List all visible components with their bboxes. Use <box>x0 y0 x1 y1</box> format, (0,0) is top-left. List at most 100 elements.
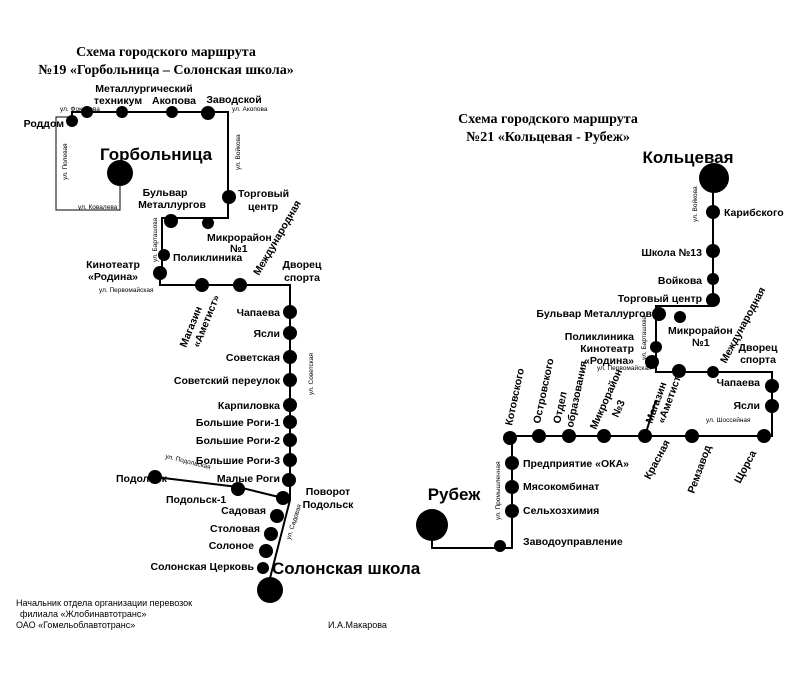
stop-label-poliklinika: Поликлиника <box>173 252 242 264</box>
stop-dot-zavodskoy <box>201 106 215 120</box>
stop-dot-mikrorayon-1 <box>202 217 214 229</box>
stop-label-akopova: Акопова <box>152 95 196 107</box>
stop-label-chapaeva: Чапаева <box>237 307 281 319</box>
stop-label-yasli: Ясли <box>733 400 760 412</box>
stop-dot-karibskogo <box>706 205 720 219</box>
footer-line-2: филиала «Жлобинавтотранс» <box>20 609 146 619</box>
route-21-title-line2: №21 «Кольцевая - Рубеж» <box>466 130 630 145</box>
stop-label-sovetsky-pereulok: Советский переулок <box>174 375 281 387</box>
stop-label-solonoe: Солоное <box>209 540 254 552</box>
terminal-dot-rubezh <box>416 509 448 541</box>
terminal-label-solonskaya-shkola: Солонская школа <box>272 559 421 578</box>
stop-dot-voykova <box>707 273 719 285</box>
stop-label-mikrorayon-1: Микрорайон <box>668 325 733 337</box>
stop-label-kinoteatr: Кинотеатр <box>580 343 634 355</box>
stop-dot-torgovy-centr <box>706 293 720 307</box>
stop-label-sadovaya: Садовая <box>221 505 266 517</box>
stop-dot-krasnaya <box>638 429 652 443</box>
stop-label-myasokombinat: Мясокомбинат <box>523 481 599 493</box>
stop-dot-mikrorayon-1 <box>674 311 686 323</box>
stop-dot-podolsk-1 <box>231 482 245 496</box>
stop-label-torg-1: Торговый <box>238 188 289 200</box>
stop-dot-solonoe <box>259 544 273 558</box>
stop-label-dvorec-2: спорта <box>740 354 776 366</box>
stop-dot-sovetsky-pereulok <box>283 373 297 387</box>
footer-line-1: Начальник отдела организации перевозок <box>16 598 192 608</box>
stop-label-shorsa: Щорса <box>732 448 759 485</box>
street-label-pervomayskaya-21: ул. Первомайская <box>597 364 652 372</box>
route-19-title-line1: Схема городского маршрута <box>76 45 256 60</box>
stop-label-zavodoupravlenie: Заводоуправление <box>523 536 623 548</box>
stop-label-podolsk: Подольск <box>116 473 168 485</box>
stop-dot-sadovaya <box>270 509 284 523</box>
stop-label-bolshie-rogi-3: Большие Роги-3 <box>196 455 280 467</box>
stop-dot-bulvar-metallurgov <box>164 214 178 228</box>
stop-label-dvorec-1: Дворец <box>739 342 778 354</box>
street-label-shosseynaya: ул. Шоссейная <box>706 416 751 424</box>
street-label-promyshlennaya: ул. Промышленная <box>495 461 502 520</box>
street-label-kovaleva: ул. Ковалева <box>78 204 118 211</box>
stop-label-mikrorayon-3: Микрорайон <box>588 367 625 431</box>
stop-dot-zavodoupravlenie <box>494 540 506 552</box>
stop-dot-bulvar-metallurgov <box>652 307 666 321</box>
street-label-pervomayskaya: ул. Первомайская <box>99 286 154 294</box>
stop-label-solonskaya-cerkov: Солонская Церковь <box>151 561 255 573</box>
stop-dot-poliklinika <box>650 341 662 353</box>
stop-label-bulvar-metallurgov: Бульвар Металлургов <box>536 308 652 320</box>
stop-label-torgovy-centr: Торговый центр <box>618 293 702 305</box>
terminal-label-kolcevaya: Кольцевая <box>642 148 733 167</box>
stop-dot-stolovaya <box>264 527 278 541</box>
stop-dot-roddom <box>66 115 78 127</box>
stop-label-mikro-2: №1 <box>230 243 248 255</box>
stop-dot-solonskaya-cerkov <box>257 562 269 574</box>
stop-label-bulvar-1: Бульвар <box>143 187 188 199</box>
stop-dot-bolshie-rogi-3 <box>283 453 297 467</box>
stop-label-povorot-1: Поворот <box>306 486 350 498</box>
stop-label-selhozhimiya: Сельхозхимия <box>523 505 599 517</box>
stop-label-povorot-2: Подольск <box>303 499 355 511</box>
stop-label-dvorec-1: Дворец <box>283 259 322 271</box>
stop-dot-kinoteatr-rodina <box>645 355 659 369</box>
stop-label-mikrorayon-3-num: №3 <box>610 398 628 419</box>
street-label-akopova: ул. Акопова <box>232 106 268 113</box>
stop-label-voykova: Войкова <box>658 275 702 287</box>
stop-label-bolshie-rogi-2: Большие Роги-2 <box>196 435 280 447</box>
stop-label-kino-2: «Родина» <box>88 271 138 283</box>
terminal-dot-gorbolnica <box>107 160 133 186</box>
stop-label-mikrorayon-1-num: №1 <box>692 337 710 349</box>
stop-dot-povorot-podolsk <box>276 491 290 505</box>
street-label-bartashova: ул. Барташова <box>152 217 159 262</box>
route-19-scheme: Схема городского маршрута №19 «Горбольни… <box>24 45 421 603</box>
stop-dot-metal-tehnikum-b <box>116 106 128 118</box>
stop-dot-yasli <box>765 399 779 413</box>
stop-dot-malye-rogi <box>282 473 296 487</box>
street-label-poleyvaya: ул. Полевая <box>62 143 69 180</box>
stop-dot-otdel-obrazovaniya <box>562 429 576 443</box>
stop-label-podolsk-1: Подольск-1 <box>166 494 226 506</box>
stop-dot-kotovskogo <box>503 431 517 445</box>
stop-dot-selhozhimiya <box>505 504 519 518</box>
stop-dot-chapaeva <box>765 379 779 393</box>
stop-dot-mezhdunarodnaya <box>707 366 719 378</box>
street-label-voykova-21: ул. Войкова <box>691 186 699 222</box>
stop-dot-poliklinika <box>158 249 170 261</box>
stop-label-kotovskogo: Котовского <box>503 367 527 426</box>
stop-dot-yasli <box>283 326 297 340</box>
stop-label-rodina: «Родина» <box>584 355 634 367</box>
stop-label-metal-2: техникум <box>94 95 142 107</box>
stop-label-bolshie-rogi-1: Большие Роги-1 <box>196 417 280 429</box>
stop-dot-bolshie-rogi-1 <box>283 415 297 429</box>
stop-label-poliklinika: Поликлиника <box>565 331 634 343</box>
terminal-dot-kolcevaya <box>699 163 729 193</box>
street-label-sovetskaya: ул. Советская <box>308 353 315 395</box>
stop-label-zavodskoy: Заводской <box>206 94 261 106</box>
stop-dot-oka <box>505 456 519 470</box>
route-21-title-line1: Схема городского маршрута <box>458 112 638 127</box>
stop-label-yasli: Ясли <box>253 328 280 340</box>
stop-dot-magazin-ametist <box>672 364 686 378</box>
stop-label-torg-2: центр <box>248 201 278 213</box>
stop-dot-mikrorayon-3 <box>597 429 611 443</box>
stop-label-shkola-13: Школа №13 <box>641 247 702 259</box>
stop-dot-kinoteatr-rodina <box>153 266 167 280</box>
